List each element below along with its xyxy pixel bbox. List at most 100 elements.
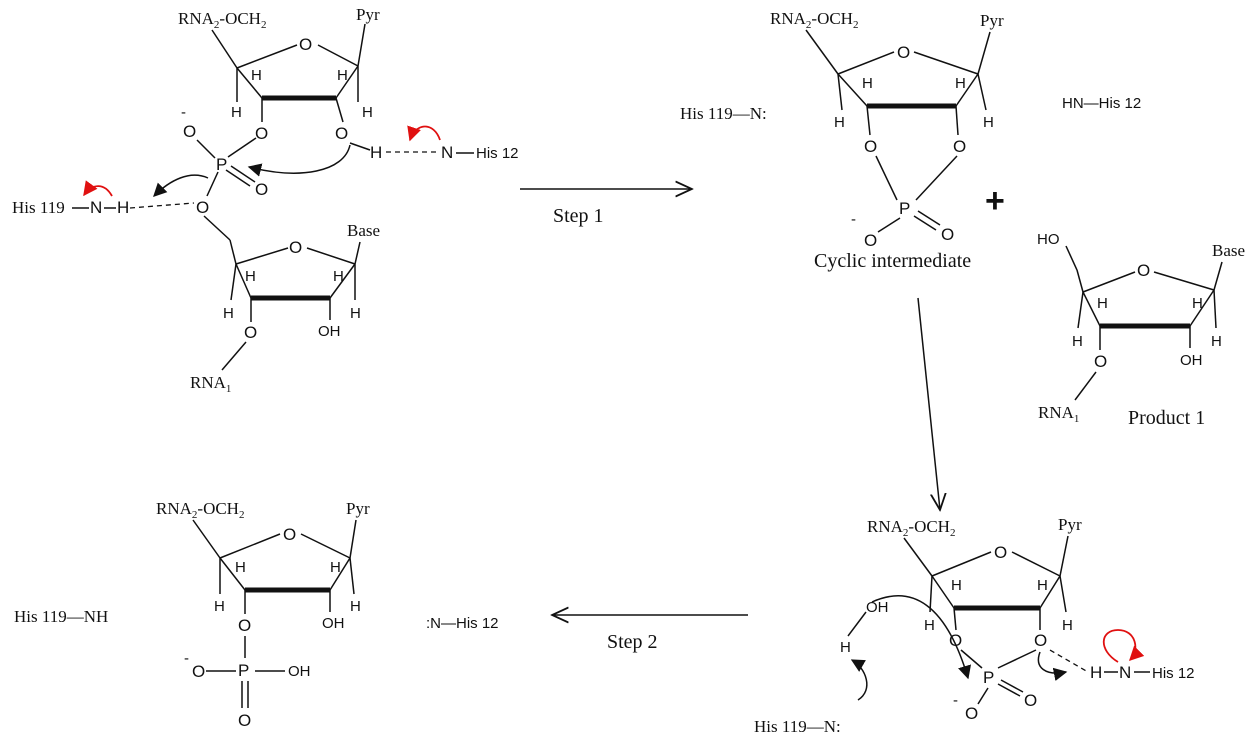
pyr-label: Pyr (1058, 515, 1082, 534)
his119-n-label: His 119—N: (754, 717, 841, 736)
n-his12-label: :N—His 12 (426, 615, 499, 632)
h-label: H (350, 305, 361, 322)
oh-label: OH (318, 323, 341, 340)
n-label: N (1119, 663, 1131, 682)
minus-label: - (953, 692, 958, 709)
plus-sign: + (985, 182, 1005, 220)
his12-label: His 12 (476, 145, 519, 162)
h-label: H (1072, 333, 1083, 350)
o-label: O (949, 631, 962, 650)
pyr-label: Pyr (346, 499, 370, 518)
ring-oxygen-label: O (283, 525, 296, 544)
o-label: O (1034, 631, 1047, 650)
ring-oxygen-label: O (994, 543, 1007, 562)
ring-oxygen-label: O (1137, 261, 1150, 280)
oh-label: OH (322, 615, 345, 632)
oh-label: OH (866, 599, 889, 616)
o-label: O (255, 124, 268, 143)
hydrolysis-molecule: RNA2-OCH2 O Pyr H H H H O O P O - O OH H (754, 515, 1195, 736)
h-label: H (251, 67, 262, 84)
n-label: N (441, 143, 453, 162)
phosphorus-label: P (899, 199, 910, 218)
step2-label: Step 2 (607, 631, 658, 653)
h-label: H (245, 268, 256, 285)
o-label: O (196, 198, 209, 217)
phosphorus-label: P (983, 668, 994, 687)
minus-label: - (184, 650, 189, 667)
h-label: H (1037, 577, 1048, 594)
h-label: H (840, 639, 851, 656)
pyr-label: Pyr (980, 11, 1004, 30)
o-label: O (255, 180, 268, 199)
his12-label: His 12 (1152, 665, 1195, 682)
rna1-label: RNA1 (1038, 403, 1079, 425)
his119-label: His 119 (12, 198, 65, 217)
minus-label: - (851, 211, 856, 228)
down-arrow (917, 297, 940, 510)
o-label: O (238, 711, 251, 730)
cyclic-intermediate-molecule: RNA2-OCH2 O Pyr H H H H O O P O - O Cycl… (770, 9, 1004, 272)
rna2-och2-label: RNA2-OCH2 (178, 9, 266, 31)
ring-oxygen-label: O (897, 43, 910, 62)
h-label: H (337, 67, 348, 84)
h-label: H (214, 598, 225, 615)
o-label: O (192, 662, 205, 681)
h-label: H (235, 559, 246, 576)
his119-n-label: His 119—N: (680, 104, 767, 123)
step1-label: Step 1 (553, 205, 604, 227)
o-label: O (864, 231, 877, 250)
h-label: H (955, 75, 966, 92)
h-label: H (834, 114, 845, 131)
h-label: H (231, 104, 242, 121)
h-label: H (333, 268, 344, 285)
h-label: H (862, 75, 873, 92)
cyclic-intermediate-label: Cyclic intermediate (814, 250, 971, 272)
h-label: H (330, 559, 341, 576)
base-label: Base (347, 221, 380, 240)
ring-oxygen-label: O (289, 238, 302, 257)
h-label: H (1192, 295, 1203, 312)
phosphorus-label: P (238, 661, 249, 680)
h-label: H (223, 305, 234, 322)
product1-label: Product 1 (1128, 407, 1205, 429)
oh-label: OH (1180, 352, 1203, 369)
h-label: H (924, 617, 935, 634)
rna2-och2-label: RNA2-OCH2 (770, 9, 858, 31)
h-label: H (983, 114, 994, 131)
phosphorus-label: P (216, 155, 227, 174)
ho-label: HO (1037, 231, 1060, 248)
n-label: N (90, 198, 102, 217)
o-label: O (864, 137, 877, 156)
rna2-och2-label: RNA2-OCH2 (867, 517, 955, 539)
base-label: Base (1212, 241, 1245, 260)
o-label: O (183, 122, 196, 141)
rna2-och2-label: RNA2-OCH2 (156, 499, 244, 521)
h-label: H (117, 198, 129, 217)
pyr-label: Pyr (356, 5, 380, 24)
product1-molecule: HO O Base H H H H O OH RNA1 Product 1 (1037, 231, 1245, 429)
h-label: H (370, 143, 382, 162)
oh-label: OH (288, 663, 311, 680)
o-label: O (1094, 352, 1107, 371)
o-label: O (941, 225, 954, 244)
o-label: O (335, 124, 348, 143)
substrate-molecule: RNA2-OCH2 O Pyr H H H H O O - O P O O Hi… (12, 5, 519, 395)
his119-nh-label: His 119—NH (14, 607, 108, 626)
h-label: H (1211, 333, 1222, 350)
h-label: H (1090, 663, 1102, 682)
h-label: H (1062, 617, 1073, 634)
rna1-label: RNA1 (190, 373, 231, 395)
h-label: H (362, 104, 373, 121)
o-label: O (238, 616, 251, 635)
h-label: H (1097, 295, 1108, 312)
h-label: H (350, 598, 361, 615)
minus-label: - (181, 104, 186, 121)
o-label: O (965, 704, 978, 723)
o-label: O (953, 137, 966, 156)
ring-oxygen-label: O (299, 35, 312, 54)
h-label: H (951, 577, 962, 594)
o-label: O (1024, 691, 1037, 710)
phosphate-product-molecule: RNA2-OCH2 O Pyr H H H H O OH P O - OH O (156, 499, 370, 730)
o-label: O (244, 323, 257, 342)
